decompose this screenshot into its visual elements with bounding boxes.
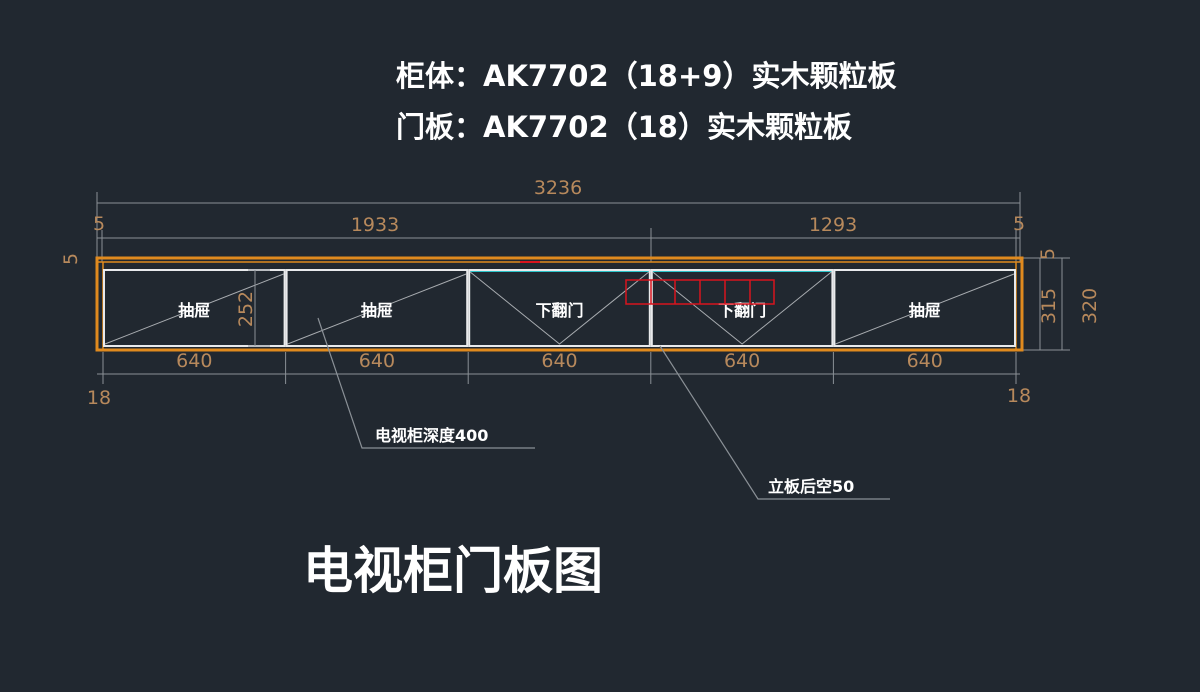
hardware-slot-grid: [625, 279, 775, 305]
dim-left-offset: 5: [93, 213, 105, 235]
dim-right-offset: 5: [1013, 213, 1025, 235]
dim-panel-width: 640: [176, 350, 212, 372]
door-panel: 下翻门: [468, 269, 651, 347]
depth-note: 电视柜深度400: [375, 426, 488, 445]
flap-open-marker: [652, 271, 832, 345]
dimension-drawer-height: 252: [235, 269, 270, 347]
dim-panel-width: 640: [541, 350, 577, 372]
panel-label: 抽屉: [909, 301, 941, 320]
door-panel: 抽屉: [103, 269, 286, 347]
drawer-open-marker: [835, 273, 1015, 345]
dim-panel-width: 640: [359, 350, 395, 372]
depth-note-leader: 电视柜深度400: [317, 317, 535, 449]
door-panels: 抽屉 抽屉 下翻门 下翻门 抽屉: [103, 269, 1017, 347]
panel-label: 抽屉: [361, 301, 393, 320]
drawing-title: 电视柜门板图: [303, 542, 603, 600]
door-panel: 抽屉: [833, 269, 1017, 347]
drawer-open-marker: [104, 273, 284, 345]
drawer-open-marker: [287, 273, 467, 345]
dim-outer-height: 320: [1079, 288, 1101, 324]
flap-open-marker: [469, 271, 650, 345]
door-panel: 抽屉: [285, 269, 469, 347]
gap-note-leader: 立板后空50: [659, 345, 890, 500]
dim-left-side-thickness: 18: [87, 387, 111, 409]
svg-text:252: 252: [235, 291, 257, 327]
dimension-right-vertical: 5 315 320: [1022, 248, 1101, 351]
dim-left-section: 1933: [351, 214, 399, 236]
dim-left-vertical-offset: 5: [60, 253, 82, 265]
dimension-sections: 5 1933 1293 5: [93, 213, 1025, 262]
gap-note: 立板后空50: [768, 477, 854, 496]
dim-right-vertical-offset: 5: [1037, 248, 1059, 260]
cabinet-spec-title: 柜体：AK7702（18+9）实木颗粒板: [396, 59, 897, 93]
dimension-total-width: 3236: [96, 177, 1021, 262]
dim-panel-width: 640: [907, 350, 943, 372]
door-panel: 下翻门: [650, 269, 834, 347]
dim-right-section: 1293: [809, 214, 857, 236]
panel-label: 下翻门: [718, 301, 766, 320]
door-spec-title: 门板：AK7702（18）实木颗粒板: [396, 110, 853, 144]
panel-label: 抽屉: [178, 301, 210, 320]
dim-inner-height: 315: [1038, 288, 1060, 324]
dim-right-side-thickness: 18: [1007, 385, 1031, 407]
svg-text:3236: 3236: [534, 177, 582, 199]
dimension-panel-widths: 640 640 640 640 640: [97, 350, 1020, 384]
panel-label: 下翻门: [535, 301, 583, 320]
dim-panel-width: 640: [724, 350, 760, 372]
